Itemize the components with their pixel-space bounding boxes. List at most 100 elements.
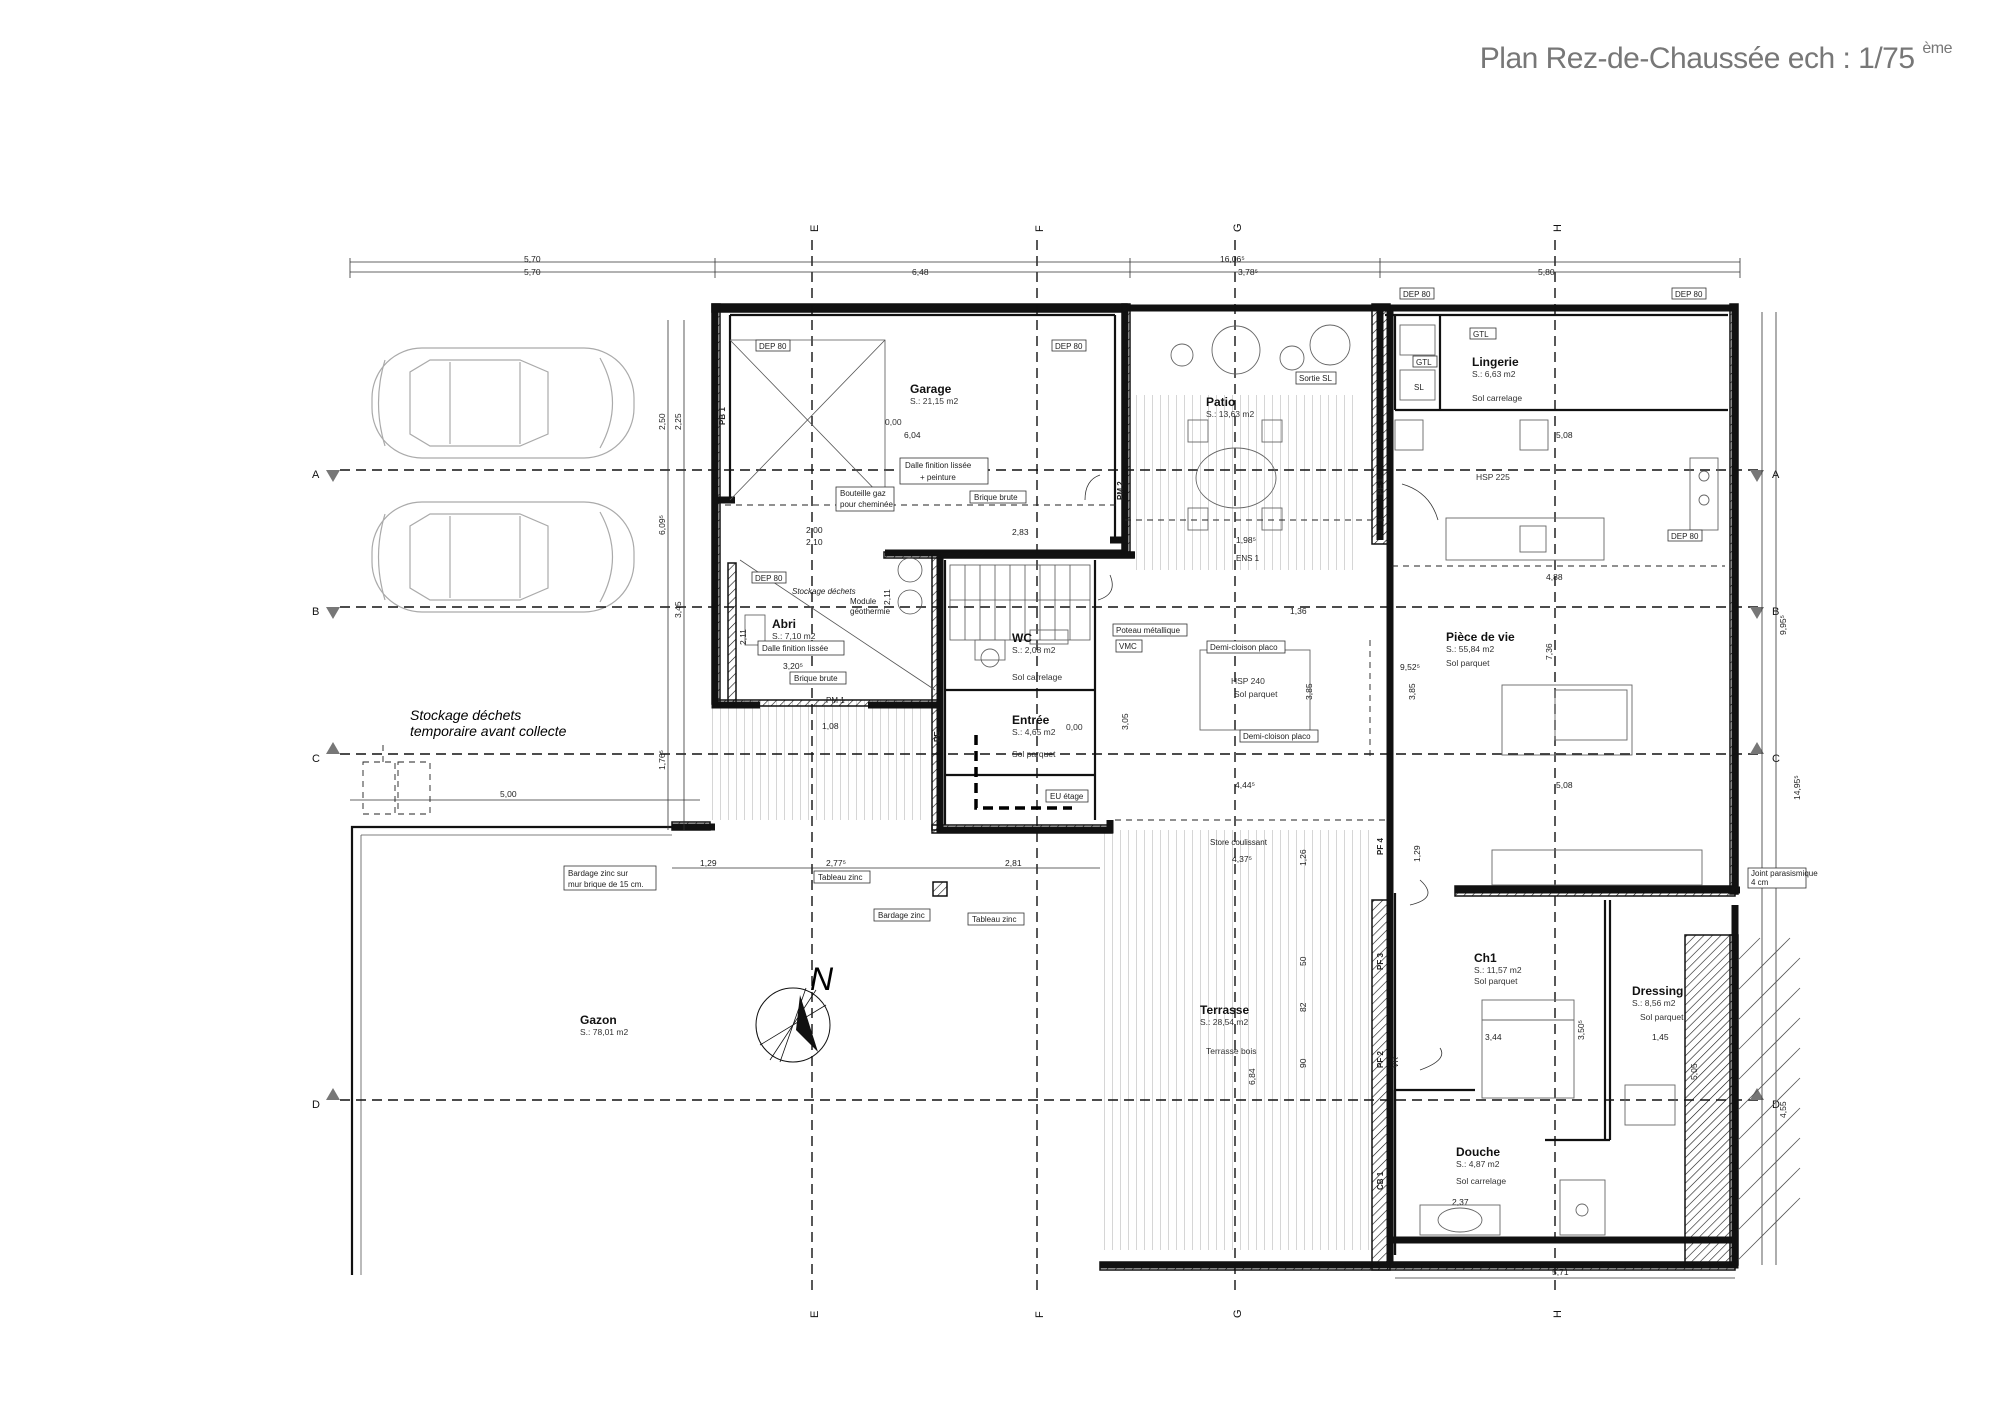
room-wc-name: WC xyxy=(1012,631,1032,645)
room-piece-de-vie-name: Pièce de vie xyxy=(1446,630,1515,644)
hsp-240-label: HSP 240 xyxy=(1231,676,1265,686)
car-bottom xyxy=(371,501,635,613)
dim-736: 7,36 xyxy=(1544,643,1554,660)
dalle-garage-line2: + peinture xyxy=(920,473,956,482)
dim-200: 2,00 xyxy=(806,525,823,535)
poteau-label: Poteau métallique xyxy=(1116,626,1181,635)
grid-axes xyxy=(340,240,1760,1290)
dim-500: 5,00 xyxy=(500,789,517,799)
axis-col-g-top: G xyxy=(1232,223,1244,232)
dim-385b: 3,85 xyxy=(1407,683,1417,700)
dim-right-1495: 14,95⁵ xyxy=(1792,775,1802,800)
dim-344: 3,44 xyxy=(1485,1032,1502,1042)
bardage-zinc-mur-line2: mur brique de 15 cm. xyxy=(568,880,644,889)
dim-571: 5,71 xyxy=(1552,1267,1569,1277)
dim-90: 90 xyxy=(1298,1058,1308,1068)
room-wc-area: S.: 2,08 m2 xyxy=(1012,645,1056,655)
dim-right-455: 4,55 xyxy=(1778,1101,1788,1118)
room-wc-note: Sol carrelage xyxy=(1012,672,1062,682)
dim-385a: 3,85 xyxy=(1304,683,1314,700)
room-entree-name: Entrée xyxy=(1012,713,1050,727)
eu-etage-label: EU étage xyxy=(1050,792,1084,801)
bardage-zinc-label: Bardage zinc xyxy=(878,911,925,920)
tag-cb1: CB 1 xyxy=(1376,1171,1385,1190)
room-lingerie-area: S.: 6,63 m2 xyxy=(1472,369,1516,379)
dim-211a: 2,11 xyxy=(738,629,748,645)
tag-dep80-top-left: DEP 80 xyxy=(1403,290,1431,299)
dim-left-345: 3,45 xyxy=(673,601,683,618)
dim-82: 82 xyxy=(1298,1002,1308,1012)
axis-col-g-bottom: G xyxy=(1232,1309,1244,1318)
garage-details xyxy=(725,339,1120,691)
page-title: Plan Rez-de-Chaussée ech : 1/75 ème xyxy=(1479,40,1953,76)
stockage-dechets-label: Stockage déchets xyxy=(792,587,856,596)
pe-label: PE xyxy=(933,731,942,742)
room-gazon: Gazon S.: 78,01 m2 xyxy=(580,1013,628,1037)
dim-right-995: 9,95⁵ xyxy=(1778,615,1788,635)
dim-top-d: 3,78⁵ xyxy=(1238,267,1258,277)
dim-top-c: 6,48 xyxy=(912,267,929,277)
room-terrasse-area: S.: 28,54 m2 xyxy=(1200,1017,1248,1027)
dim-210: 2,10 xyxy=(806,537,823,547)
dimension-lines xyxy=(349,258,1777,1279)
room-piece-de-vie-note: Sol parquet xyxy=(1446,658,1490,668)
dim-281: 2,81 xyxy=(1005,858,1022,868)
room-dressing-note: Sol parquet xyxy=(1640,1012,1684,1022)
bouteille-line2: pour cheminée xyxy=(840,500,893,509)
room-terrasse-name: Terrasse xyxy=(1200,1003,1249,1017)
axis-row-d-left: D xyxy=(312,1099,320,1111)
room-ch1: Ch1 S.: 11,57 m2 Sol parquet xyxy=(1474,951,1522,986)
room-patio: Patio S.: 13,63 m2 xyxy=(1206,395,1254,419)
room-labels: Garage S.: 21,15 m2 Patio S.: 13,63 m2 L… xyxy=(580,355,1684,1186)
tag-pf4: PF 4 xyxy=(1376,838,1385,855)
dim-left-225: 2,25 xyxy=(673,413,683,430)
room-gazon-name: Gazon xyxy=(580,1013,617,1027)
annotations: Stockage déchets temporaire avant collec… xyxy=(410,327,1818,926)
room-gazon-area: S.: 78,01 m2 xyxy=(580,1027,628,1037)
patio-decking xyxy=(1135,395,1360,570)
dashed-features xyxy=(974,519,1725,821)
page-title-sup: ème xyxy=(1922,40,1952,57)
dim-left-176: 1,76⁵ xyxy=(657,750,667,770)
axis-col-h-top: H xyxy=(1552,224,1564,232)
dim-4375: 4,37⁵ xyxy=(1232,854,1252,864)
sl-label: SL xyxy=(1414,383,1424,392)
room-entree-area: S.: 4,65 m2 xyxy=(1012,727,1056,737)
element-tags: DEP 80 DEP 80 DEP 80 DEP 80 DEP 80 DEP 8… xyxy=(718,287,1707,1190)
page-title-text: Plan Rez-de-Chaussée ech : 1/75 xyxy=(1479,42,1915,75)
dim-126: 1,26 xyxy=(1298,849,1308,866)
front-step-decking xyxy=(710,700,925,820)
dim-top-e: 5,80 xyxy=(1538,267,1555,277)
axis-row-a-left: A xyxy=(312,469,320,481)
tag-dep80-abri: DEP 80 xyxy=(755,574,783,583)
dim-left-250: 2,50 xyxy=(657,413,667,430)
tag-pm2: PM 2 xyxy=(1116,481,1125,500)
dim-50: 50 xyxy=(1298,956,1308,966)
brique-brute-garage: Brique brute xyxy=(974,493,1018,502)
car-top xyxy=(371,347,635,459)
north-arrow: N xyxy=(755,961,834,1063)
dalle-garage-line1: Dalle finition lissée xyxy=(905,461,972,470)
tableau-zinc-2: Tableau zinc xyxy=(972,915,1016,924)
room-entree-note: Sol parquet xyxy=(1012,749,1056,759)
inner-walls xyxy=(728,313,1728,1255)
pm1-label: PM 1 xyxy=(826,696,845,705)
stairs xyxy=(949,564,1091,641)
doors xyxy=(1084,474,1443,1071)
axis-col-f-bottom: F xyxy=(1034,1311,1046,1318)
room-dressing-name: Dressing xyxy=(1632,984,1683,998)
module-geo-line1: Module xyxy=(850,597,877,606)
gazon-boundary xyxy=(350,825,672,1275)
axis-labels: E F G H E F G H A B C D A B C D xyxy=(312,223,1780,1318)
tag-pf3: PF 3 xyxy=(1376,953,1385,970)
room-wc: WC S.: 2,08 m2 Sol carrelage xyxy=(1012,631,1062,682)
dim-2775: 2,77⁵ xyxy=(826,858,846,868)
demi-cloison-1: Demi-cloison placo xyxy=(1210,643,1278,652)
room-abri-area: S.: 7,10 m2 xyxy=(772,631,816,641)
tag-dep80-patio: DEP 80 xyxy=(1055,342,1083,351)
axis-col-e-bottom: E xyxy=(809,1311,821,1318)
stockage-temp-line2: temporaire avant collecte xyxy=(410,723,567,739)
store-label: Store coulissant xyxy=(1210,838,1268,847)
room-douche-name: Douche xyxy=(1456,1145,1500,1159)
dim-145: 1,45 xyxy=(1652,1032,1669,1042)
